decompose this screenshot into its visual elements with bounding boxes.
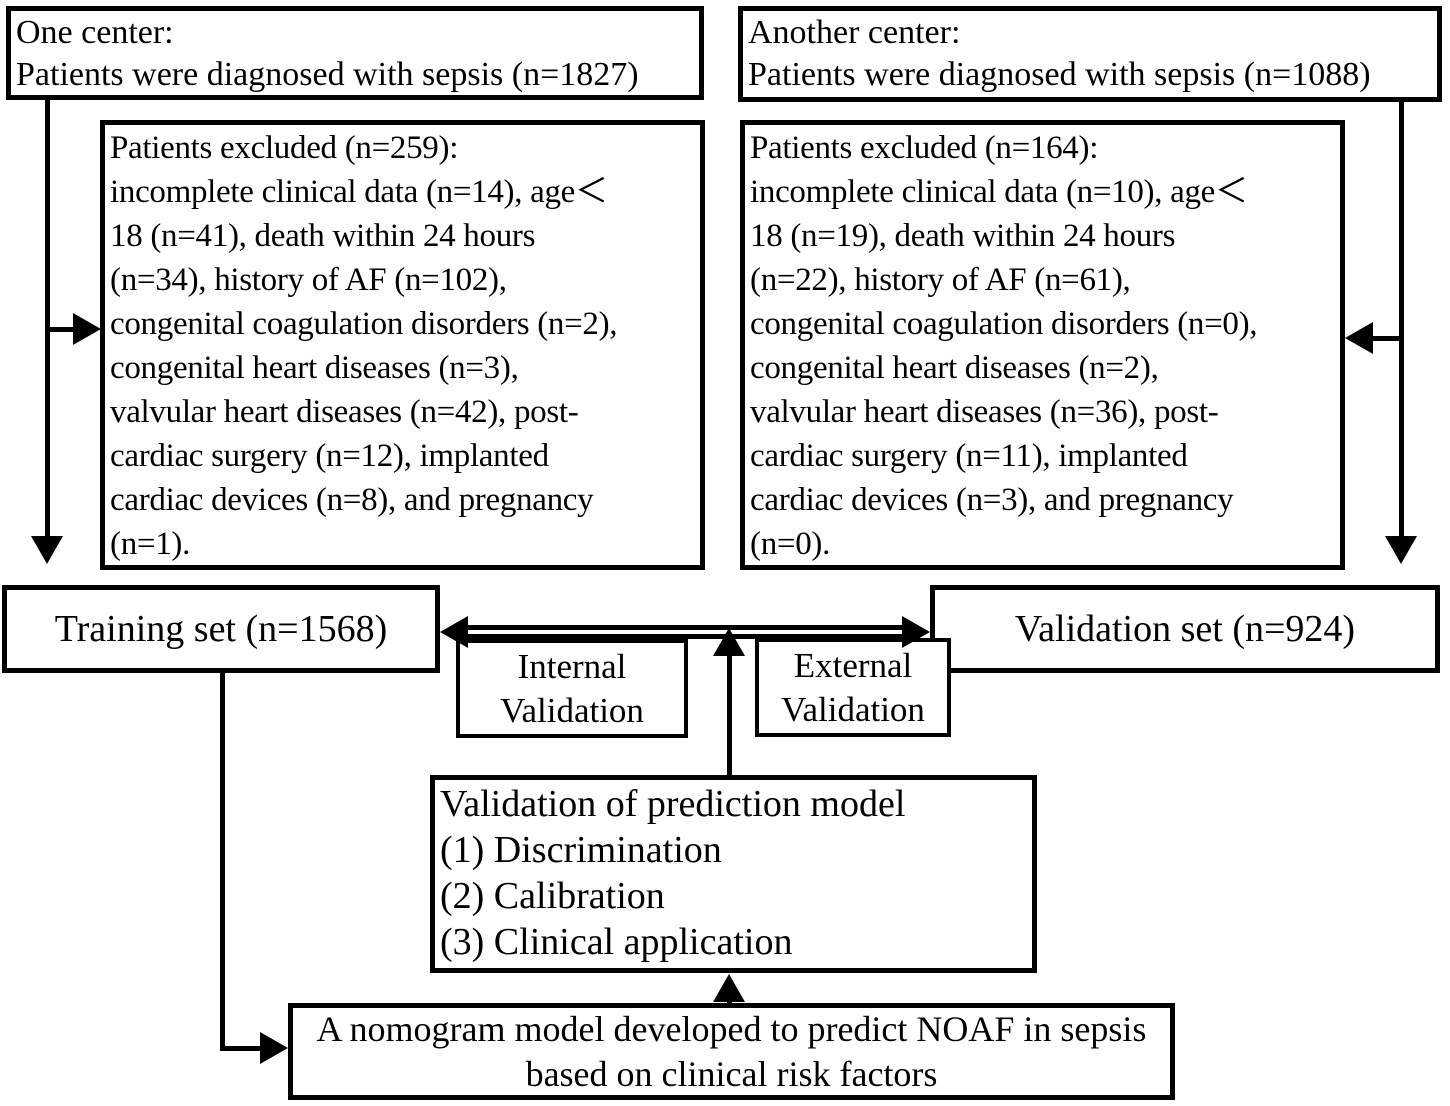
excluded-left-line7: valvular heart diseases (n=42), post- bbox=[110, 394, 579, 430]
arrow-another-center-to-validation-line bbox=[1399, 102, 1404, 538]
model-validation-title: Validation of prediction model bbox=[440, 783, 906, 825]
box-another-center-line2: Patients were diagnosed with sepsis (n=1… bbox=[748, 56, 1371, 93]
excluded-right-line5: congenital coagulation disorders (n=0), bbox=[750, 306, 1258, 342]
model-validation-item3: (3) Clinical application bbox=[440, 921, 793, 963]
arrow-model-validation-up-head bbox=[713, 628, 745, 656]
box-nomogram: A nomogram model developed to predict NO… bbox=[288, 1003, 1175, 1100]
box-one-center: One center: Patients were diagnosed with… bbox=[6, 6, 704, 100]
excluded-right-line7: valvular heart diseases (n=36), post- bbox=[750, 394, 1219, 430]
arrow-another-center-to-validation-head bbox=[1385, 536, 1417, 564]
arrow-training-validation-right-head bbox=[902, 616, 930, 648]
external-validation-line2: Validation bbox=[781, 689, 925, 729]
validation-set-label: Validation set (n=924) bbox=[1014, 608, 1356, 650]
box-one-center-line2: Patients were diagnosed with sepsis (n=1… bbox=[16, 56, 639, 93]
arrow-to-excluded-left-head bbox=[73, 313, 101, 345]
excluded-left-line10: (n=1). bbox=[110, 526, 191, 562]
box-one-center-line1: One center: bbox=[16, 14, 174, 51]
excluded-right-line8: cardiac surgery (n=11), implanted bbox=[750, 438, 1188, 474]
box-external-validation: External Validation bbox=[755, 638, 951, 737]
excluded-right-line10: (n=0). bbox=[750, 526, 831, 562]
excluded-left-line2: incomplete clinical data (n=14), age＜ bbox=[110, 174, 608, 210]
training-set-label: Training set (n=1568) bbox=[54, 608, 388, 650]
box-excluded-right: Patients excluded (n=164): incomplete cl… bbox=[740, 120, 1345, 570]
excluded-right-line2: incomplete clinical data (n=10), age＜ bbox=[750, 174, 1248, 210]
arrow-to-excluded-right-head bbox=[1345, 322, 1373, 354]
arrow-to-excluded-right-line bbox=[1372, 336, 1404, 341]
excluded-left-line3: 18 (n=41), death within 24 hours bbox=[110, 218, 536, 254]
box-internal-validation: Internal Validation bbox=[456, 639, 688, 738]
arrow-training-to-nomogram-head bbox=[260, 1032, 288, 1064]
box-training-set: Training set (n=1568) bbox=[2, 585, 440, 673]
external-validation-line1: External bbox=[793, 645, 913, 685]
excluded-right-line6: congenital heart diseases (n=2), bbox=[750, 350, 1159, 386]
excluded-left-line9: cardiac devices (n=8), and pregnancy bbox=[110, 482, 594, 518]
box-another-center-line1: Another center: bbox=[748, 14, 961, 51]
box-validation-set: Validation set (n=924) bbox=[930, 585, 1440, 673]
arrow-training-to-nomogram-hline bbox=[220, 1046, 264, 1051]
excluded-left-line8: cardiac surgery (n=12), implanted bbox=[110, 438, 549, 474]
model-validation-item2: (2) Calibration bbox=[440, 875, 665, 917]
nomogram-line2: based on clinical risk factors bbox=[525, 1053, 938, 1094]
arrow-nomogram-to-model-head bbox=[713, 974, 745, 1002]
arrow-training-validation-double-line bbox=[458, 625, 904, 639]
box-model-validation: Validation of prediction model (1) Discr… bbox=[430, 775, 1037, 973]
nomogram-line1: A nomogram model developed to predict NO… bbox=[316, 1008, 1147, 1049]
arrow-one-center-to-training-head bbox=[31, 536, 63, 564]
excluded-right-line3: 18 (n=19), death within 24 hours bbox=[750, 218, 1176, 254]
excluded-right-line1: Patients excluded (n=164): bbox=[750, 130, 1099, 166]
excluded-right-line4: (n=22), history of AF (n=61), bbox=[750, 262, 1131, 298]
arrow-training-to-nomogram-vline bbox=[220, 673, 225, 1051]
model-validation-item1: (1) Discrimination bbox=[440, 829, 722, 871]
internal-validation-line2: Validation bbox=[500, 690, 644, 730]
arrow-model-validation-up-line bbox=[727, 650, 732, 775]
excluded-right-line9: cardiac devices (n=3), and pregnancy bbox=[750, 482, 1234, 518]
excluded-left-line1: Patients excluded (n=259): bbox=[110, 130, 459, 166]
arrow-one-center-to-training-line bbox=[45, 100, 50, 538]
box-excluded-left: Patients excluded (n=259): incomplete cl… bbox=[100, 120, 705, 570]
excluded-left-line4: (n=34), history of AF (n=102), bbox=[110, 262, 507, 298]
excluded-left-line6: congenital heart diseases (n=3), bbox=[110, 350, 519, 386]
internal-validation-line1: Internal bbox=[517, 646, 627, 686]
arrow-training-validation-left-head bbox=[440, 616, 468, 648]
excluded-left-line5: congenital coagulation disorders (n=2), bbox=[110, 306, 618, 342]
box-another-center: Another center: Patients were diagnosed … bbox=[738, 6, 1442, 102]
arrow-to-excluded-left-line bbox=[45, 327, 77, 332]
